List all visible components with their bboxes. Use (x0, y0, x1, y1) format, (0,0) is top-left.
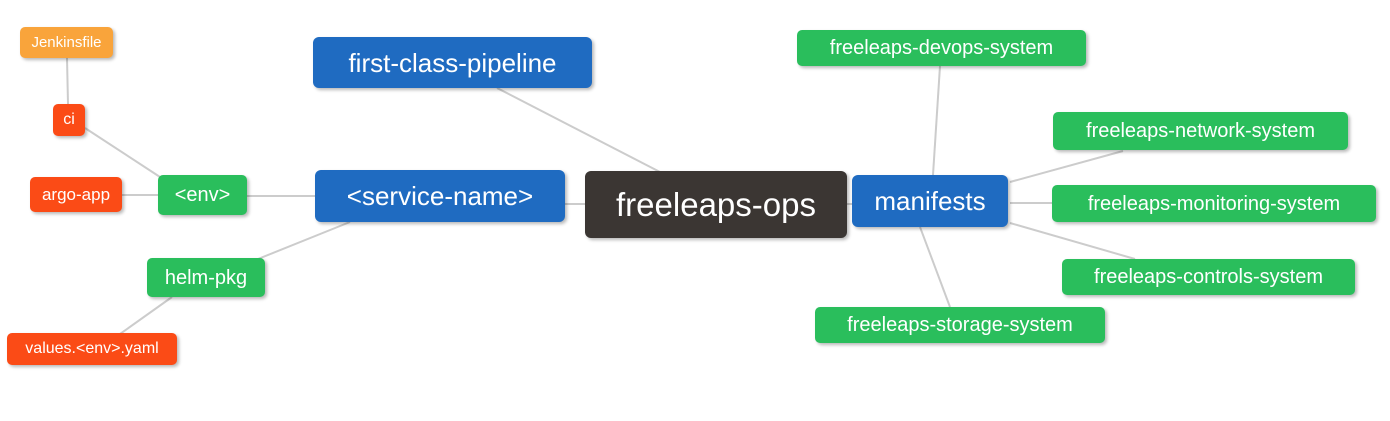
node-ci[interactable]: ci (53, 104, 85, 136)
node-freeleaps-controls-system[interactable]: freeleaps-controls-system (1062, 259, 1355, 295)
node-freeleaps-devops-system[interactable]: freeleaps-devops-system (797, 30, 1086, 66)
edge-env-to-ci (84, 127, 161, 178)
node-freeleaps-ops[interactable]: freeleaps-ops (585, 171, 847, 238)
node-service-name[interactable]: <service-name> (315, 170, 565, 222)
node-helm-pkg[interactable]: helm-pkg (147, 258, 265, 297)
edge-manifests-to-freeleaps-network-system (1009, 150, 1124, 183)
edge-manifests-to-freeleaps-devops-system (932, 65, 941, 176)
node-values-env-yaml[interactable]: values.<env>.yaml (7, 333, 177, 365)
edge-helm-pkg-to-values-env-yaml (119, 296, 173, 335)
edge-ci-to-jenkinsfile (66, 57, 69, 105)
node-argo-app[interactable]: argo-app (30, 177, 122, 212)
node-env[interactable]: <env> (158, 175, 247, 215)
edge-manifests-to-freeleaps-controls-system (1009, 222, 1136, 260)
node-freeleaps-network-system[interactable]: freeleaps-network-system (1053, 112, 1348, 150)
node-first-class-pipeline[interactable]: first-class-pipeline (313, 37, 592, 88)
edge-manifests-to-freeleaps-storage-system (919, 226, 951, 308)
node-jenkinsfile[interactable]: Jenkinsfile (20, 27, 113, 58)
edge-service-name-to-helm-pkg (257, 221, 351, 260)
node-freeleaps-monitoring-system[interactable]: freeleaps-monitoring-system (1052, 185, 1376, 222)
edge-freeleaps-ops-to-first-class-pipeline (496, 87, 661, 173)
node-freeleaps-storage-system[interactable]: freeleaps-storage-system (815, 307, 1105, 343)
node-manifests[interactable]: manifests (852, 175, 1008, 227)
